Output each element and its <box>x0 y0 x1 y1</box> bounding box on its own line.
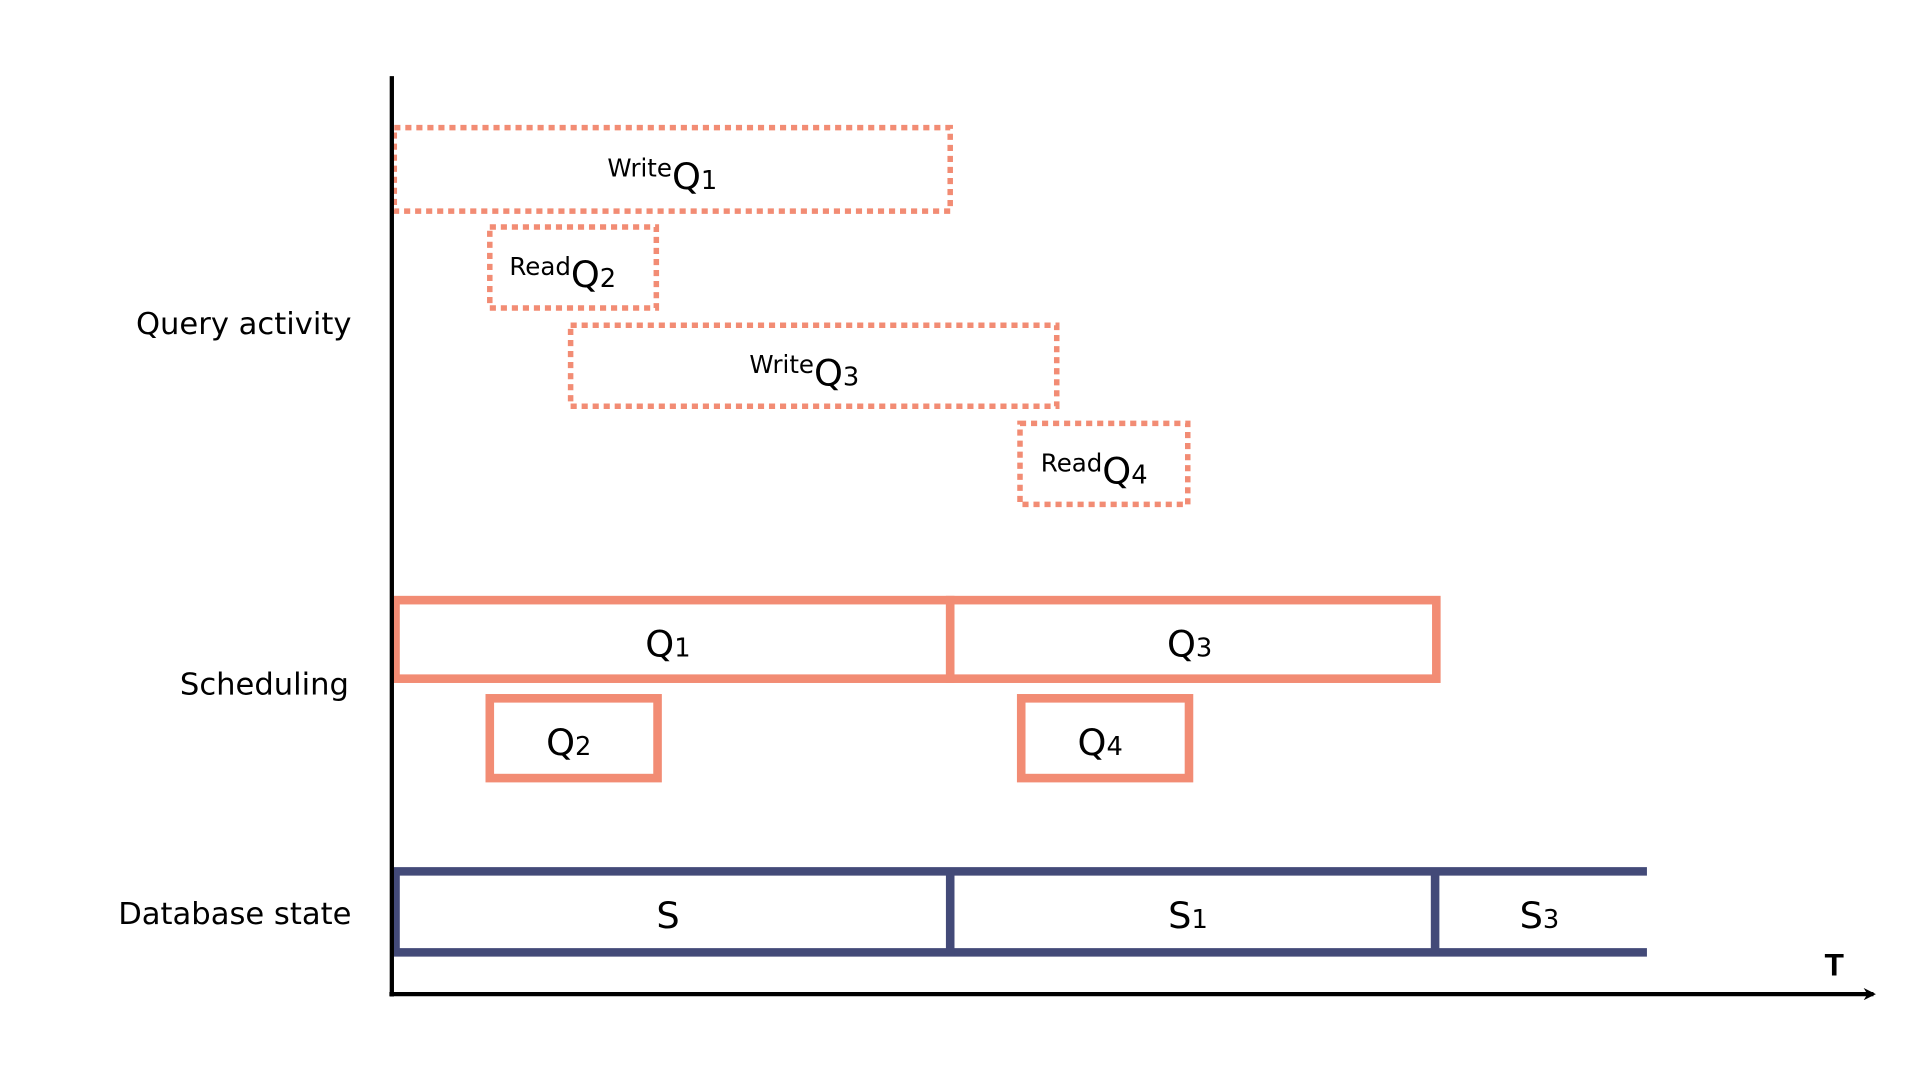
time-axis-label: T <box>1825 947 1845 983</box>
query-name: Q <box>1102 450 1131 493</box>
scheduling-row <box>391 595 1441 783</box>
state-label-s: S <box>656 894 679 937</box>
row-label-database-state: Database state <box>118 897 351 932</box>
query-activity-label-q1: WriteQ1 <box>607 154 717 198</box>
query-name: Q <box>672 155 701 198</box>
database-state-row <box>391 867 1647 957</box>
row-label-query-activity: Query activity <box>136 307 351 342</box>
scheduling-box-q4 <box>1016 694 1194 783</box>
query-activity-row <box>391 124 1191 508</box>
query-activity-label-q2: ReadQ2 <box>509 252 616 296</box>
op-label: Write <box>607 154 672 183</box>
query-index: 3 <box>843 362 859 392</box>
op-label: Write <box>749 350 814 379</box>
op-label: Read <box>1041 448 1102 477</box>
scheduling-label-q3: Q3 <box>1167 623 1212 666</box>
query-activity-box-write-q1 <box>391 124 953 214</box>
op-label: Read <box>509 252 570 281</box>
query-activity-label-q4: ReadQ4 <box>1041 448 1148 492</box>
scheduling-box-q2 <box>485 694 662 783</box>
query-name: Q <box>814 351 843 394</box>
state-label-s1: S1 <box>1168 894 1208 937</box>
state-label-s3: S3 <box>1520 894 1560 937</box>
scheduling-label-q2: Q2 <box>546 721 591 764</box>
query-index: 1 <box>701 166 717 196</box>
query-index: 4 <box>1131 461 1147 491</box>
row-label-scheduling: Scheduling <box>180 668 349 703</box>
query-activity-box-write-q3 <box>567 322 1060 409</box>
query-activity-box-read-q2 <box>487 224 660 311</box>
scheduling-label-q1: Q1 <box>645 623 690 666</box>
query-activity-box-read-q4 <box>1017 420 1191 508</box>
query-name: Q <box>571 253 600 296</box>
query-activity-label-q3: WriteQ3 <box>749 350 859 394</box>
scheduling-box-q3 <box>945 595 1441 683</box>
scheduling-label-q4: Q4 <box>1078 721 1123 764</box>
query-index: 2 <box>600 264 616 294</box>
